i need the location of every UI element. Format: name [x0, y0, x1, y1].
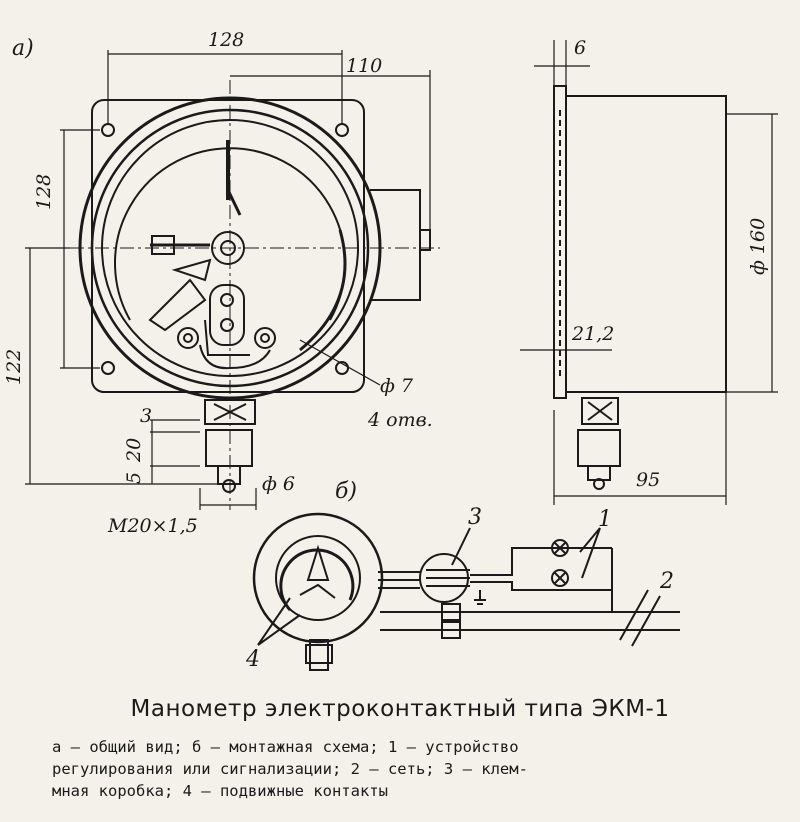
panel-b-label: б) [335, 479, 357, 504]
gauge-mechanism [148, 140, 347, 370]
figure-caption: Манометр электроконтактный типа ЭКМ-1 [130, 696, 670, 722]
dim-fitting-diameter: ф 6 [262, 473, 295, 495]
dim-95: 95 [636, 469, 660, 491]
dim-holes-count: 4 отв. [367, 409, 433, 431]
dim-case-diameter: ф 160 [747, 218, 769, 275]
figure-legend: а — общий вид; б — монтажная схема; 1 — … [52, 736, 772, 802]
callout-3: 3 [468, 505, 482, 530]
dim-height-128: 128 [33, 174, 55, 210]
panel-a-label: а) [12, 36, 34, 61]
dim-3: 3 [140, 405, 152, 427]
callout-4: 4 [245, 647, 260, 672]
callout-1: 1 [598, 507, 612, 532]
callout-2: 2 [659, 569, 674, 594]
dim-6: 6 [574, 37, 586, 59]
wiring-scheme [252, 512, 680, 671]
dim-21-2: 21,2 [571, 323, 614, 345]
dim-width-128: 128 [208, 29, 244, 51]
dim-20: 20 [123, 438, 145, 463]
dim-thread: М20×1,5 [107, 515, 198, 537]
side-view [520, 40, 778, 505]
dimension-lines [25, 50, 431, 510]
dim-hole-diameter: ф 7 [380, 375, 414, 397]
legend-line-3: мная коробка; 4 — подвижные контакты [52, 782, 388, 800]
dim-5: 5 [123, 472, 145, 484]
dim-122: 122 [3, 349, 25, 385]
side-box [370, 189, 421, 301]
legend-line-2: регулирования или сигнализации; 2 — сеть… [52, 760, 528, 778]
legend-line-1: а — общий вид; б — монтажная схема; 1 — … [52, 738, 519, 756]
dim-110: 110 [346, 55, 382, 77]
